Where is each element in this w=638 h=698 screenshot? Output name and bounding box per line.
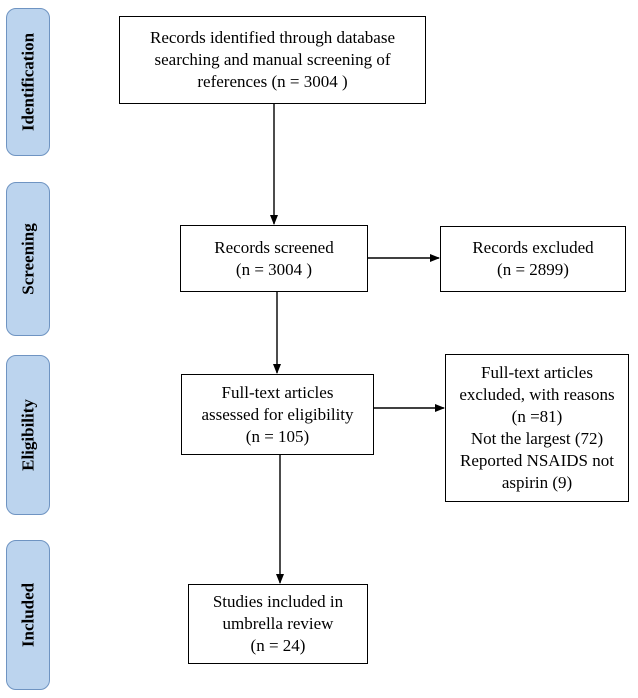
fulltext-excluded-line-6: aspirin (9) — [501, 473, 573, 492]
records-excluded-line-1: Records excluded — [472, 238, 594, 257]
fulltext-assessed-line-2: assessed for eligibility — [201, 404, 354, 424]
records-identified-line-3: references (n = 3004 ) — [197, 72, 348, 91]
fulltext-excluded-line-5: Reported NSAIDS not — [460, 451, 614, 470]
fulltext-excluded-line-1: Full-text articles — [481, 363, 593, 382]
fulltext-excluded-line-3: (n =81) — [511, 407, 563, 426]
fulltext-assessed-box: Full-text articles assessed for eligibil… — [181, 374, 374, 455]
fulltext-excluded-line-4: Not the largest (72) — [470, 429, 604, 448]
records-identified-line-1: Records identified through database — [149, 28, 395, 47]
records-excluded-box: Records excluded (n = 2899) — [440, 226, 626, 292]
fulltext-excluded-line-2: excluded, with reasons — [459, 385, 615, 404]
phase-included: Included — [6, 540, 50, 690]
studies-included-line-2: umbrella review — [222, 614, 334, 633]
phase-screening: Screening — [6, 182, 50, 336]
fulltext-assessed-line-3: (n = 105) — [245, 426, 310, 446]
phase-eligibility: Eligibility — [6, 355, 50, 515]
studies-included-line-3: (n = 24) — [250, 636, 306, 655]
records-excluded-line-2: (n = 2899) — [497, 260, 569, 279]
phase-identification: Identification — [6, 8, 50, 156]
records-screened-line-2: (n = 3004 ) — [235, 259, 313, 279]
studies-included-box: Studies included in umbrella review (n =… — [188, 584, 368, 664]
records-identified-box: Records identified through database sear… — [119, 16, 426, 104]
records-screened-box: Records screened (n = 3004 ) — [180, 225, 368, 292]
records-identified-line-2: searching and manual screening of — [154, 50, 391, 69]
fulltext-assessed-line-1: Full-text articles — [221, 382, 334, 402]
studies-included-line-1: Studies included in — [212, 592, 344, 611]
records-screened-line-1: Records screened — [214, 237, 334, 257]
fulltext-excluded-box: Full-text articles excluded, with reason… — [445, 354, 629, 502]
